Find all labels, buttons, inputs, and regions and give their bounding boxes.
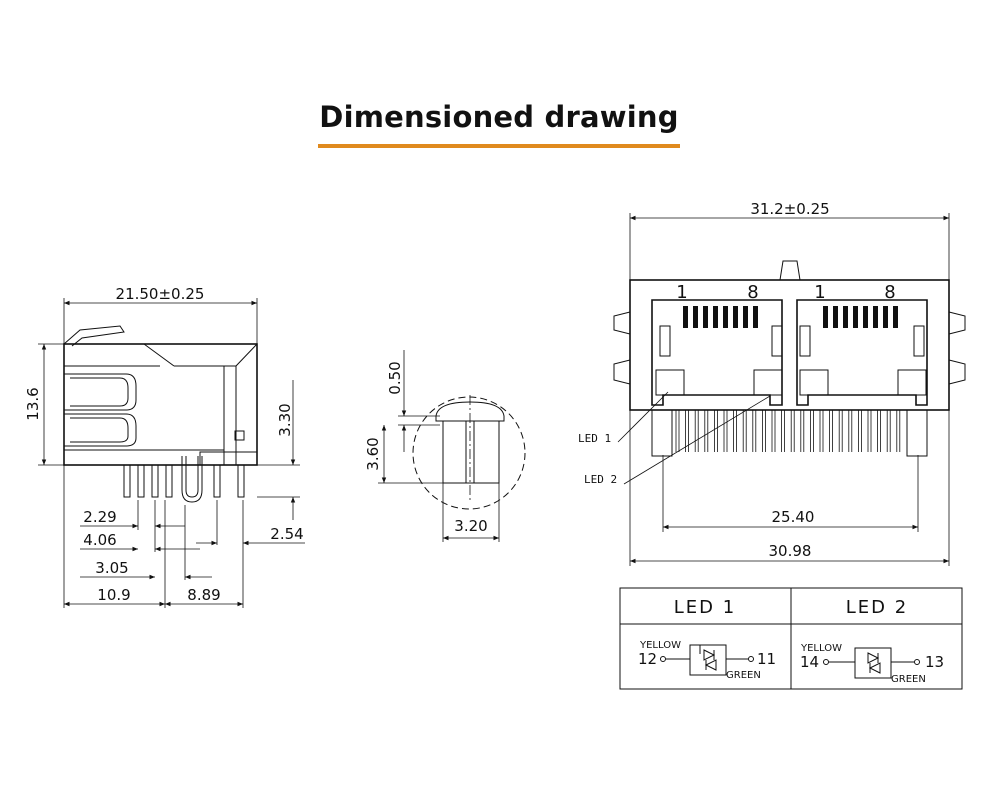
front-view: 31.2±0.25 1 8	[578, 200, 966, 566]
side-height-label: 13.6	[24, 387, 42, 420]
led-1-header: LED 1	[674, 597, 736, 618]
led-2-green-label: GREEN	[891, 674, 926, 685]
offset-a-label: 10.9	[97, 586, 130, 604]
title-underline	[318, 144, 680, 148]
pitch-a-label: 2.29	[83, 508, 116, 526]
led-2-left-pin: 14	[800, 653, 819, 671]
pitch-d-label: 2.54	[270, 525, 303, 543]
port-1-pin-first: 1	[676, 282, 687, 303]
page-title: Dimensioned drawing	[319, 100, 679, 134]
led-2-header: LED 2	[846, 597, 908, 618]
body-width-label: 30.98	[769, 542, 812, 560]
detail-width-label: 3.20	[454, 517, 487, 535]
pitch-b-label: 4.06	[83, 531, 116, 549]
port-2-pin-first: 1	[814, 282, 825, 303]
led-table: LED 1 LED 2 YELLOW 12 11 GREEN YELLOW 14	[619, 587, 963, 690]
led-2-callout: LED 2	[584, 473, 617, 486]
detail-view: 0.50 3.60 3.20	[364, 350, 526, 542]
led-2-yellow-label: YELLOW	[800, 643, 842, 654]
side-width-label: 21.50±0.25	[116, 285, 205, 303]
pitch-c-label: 3.05	[95, 559, 128, 577]
led-2-right-pin: 13	[925, 653, 944, 671]
pin-span-label: 25.40	[772, 508, 815, 526]
offset-b-label: 8.89	[187, 586, 220, 604]
front-width-label: 31.2±0.25	[750, 200, 829, 218]
pin-height-label: 3.30	[276, 403, 294, 436]
led-1-green-label: GREEN	[726, 670, 761, 681]
led-2-schematic: YELLOW 14 13 GREEN	[800, 643, 944, 685]
led-1-callout: LED 1	[578, 432, 611, 445]
led-1-left-pin: 12	[638, 650, 657, 668]
led-1-right-pin: 11	[757, 650, 776, 668]
port-1-pin-last: 8	[747, 282, 758, 303]
side-view: 21.50±0.25 13.6	[24, 285, 305, 608]
detail-height-label: 3.60	[364, 437, 382, 470]
led-1-schematic: YELLOW 12 11 GREEN	[638, 640, 776, 681]
led-1-yellow-label: YELLOW	[639, 640, 681, 651]
front-pin-row	[651, 409, 928, 457]
port-2-pin-last: 8	[884, 282, 895, 303]
detail-top-label: 0.50	[386, 361, 404, 394]
